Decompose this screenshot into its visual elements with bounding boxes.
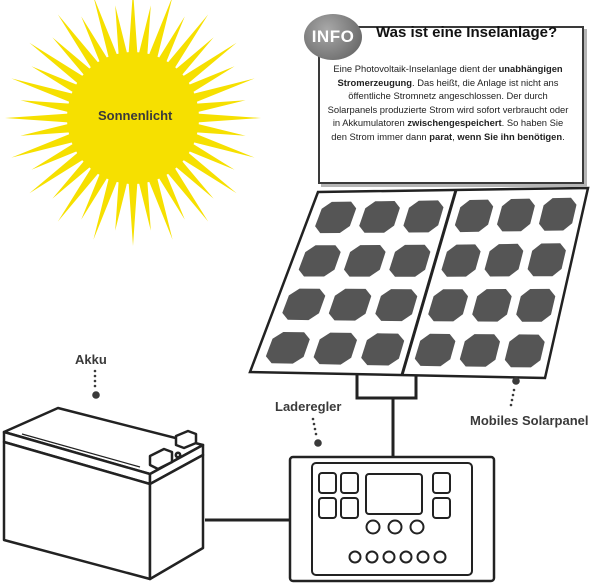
solar-cell [361, 333, 405, 366]
solar-cell [497, 198, 535, 232]
info-frame [318, 26, 584, 184]
info-title: Was ist eine Inselanlage? [376, 24, 558, 41]
info-text-run: parat [429, 130, 453, 142]
controller-port-4 [399, 550, 413, 564]
solar-cell [459, 334, 500, 367]
leader-dots [92, 369, 520, 447]
solar-cell [298, 245, 341, 277]
solar-cell [539, 197, 577, 231]
panel-cells [265, 197, 577, 368]
solar-cell [313, 332, 357, 365]
solar-cell [428, 289, 468, 322]
charge-controller [288, 455, 496, 583]
controller-knob-2 [387, 519, 403, 535]
info-body: Eine Photovoltaik-Inselanlage dient der … [324, 62, 572, 143]
battery-terminal-right [174, 429, 198, 450]
solar-cell [414, 333, 456, 367]
controller-display [365, 473, 423, 515]
panel-divider [400, 189, 458, 376]
solar-cell [472, 289, 512, 322]
controller-port-6 [433, 550, 447, 564]
solar-cell [359, 201, 400, 233]
controller-button-4 [340, 497, 359, 519]
solar-cell [516, 288, 556, 322]
controller-port-2 [365, 550, 379, 564]
controller-leader [311, 417, 322, 447]
solar-cell [344, 245, 386, 277]
cables [205, 373, 418, 522]
info-text-run: unabhängigen Stromerzeugung [337, 63, 563, 88]
battery-vent [174, 451, 182, 459]
solar-cell [389, 244, 431, 277]
controller-port-1 [348, 550, 362, 564]
battery-lid-groove [21, 433, 141, 468]
solar-cell [265, 332, 310, 364]
panel-mount-bracket [355, 373, 418, 400]
controller-button-6 [432, 497, 451, 519]
info-text-run: . Das heißt, die Anlage ist nicht ans öf… [327, 76, 569, 129]
info-text-run: . So haben Sie den Strom immer dann [331, 117, 564, 142]
sun-core [67, 52, 199, 184]
solar-cell [282, 288, 326, 321]
controller-label: Laderegler [275, 399, 342, 414]
battery-label: Akku [75, 352, 107, 367]
battery-leader [92, 369, 100, 399]
solar-cell [504, 334, 545, 368]
controller-knob-3 [409, 519, 425, 535]
solar-cell [484, 243, 524, 277]
info-badge: INFO [304, 14, 362, 60]
solar-cell [328, 288, 372, 321]
controller-knob-1 [365, 519, 381, 535]
info-text-run: Eine Photovoltaik-Inselanlage dient der [333, 63, 499, 74]
controller-port-5 [416, 550, 430, 564]
solar-cell [375, 289, 418, 322]
solar-cell [403, 200, 444, 233]
solar-cell [527, 243, 566, 277]
info-text-run: zwischengespeichert [407, 117, 502, 128]
panel-leader [509, 377, 520, 407]
solar-cell [454, 199, 494, 233]
battery-terminal-left [148, 447, 174, 471]
controller-button-3 [318, 497, 337, 519]
solar-cell [315, 201, 357, 234]
solar-cell [441, 244, 481, 277]
controller-button-2 [340, 472, 359, 494]
info-text-run: . [562, 130, 565, 142]
panel-label: Mobiles Solarpanel [470, 413, 589, 428]
sun [5, 0, 261, 246]
controller-button-5 [432, 472, 451, 494]
solar-panel [248, 186, 590, 380]
battery-side [148, 453, 205, 581]
info-text-run: , [452, 130, 458, 142]
panel-frame [248, 186, 590, 380]
battery [2, 406, 205, 581]
info-text-run: wenn Sie ihn benötigen [457, 130, 563, 142]
controller-button-1 [318, 472, 337, 494]
sun-label: Sonnenlicht [98, 108, 173, 123]
controller-port-3 [382, 550, 396, 564]
info-box: INFO Was ist eine Inselanlage? Eine Phot… [304, 14, 584, 186]
